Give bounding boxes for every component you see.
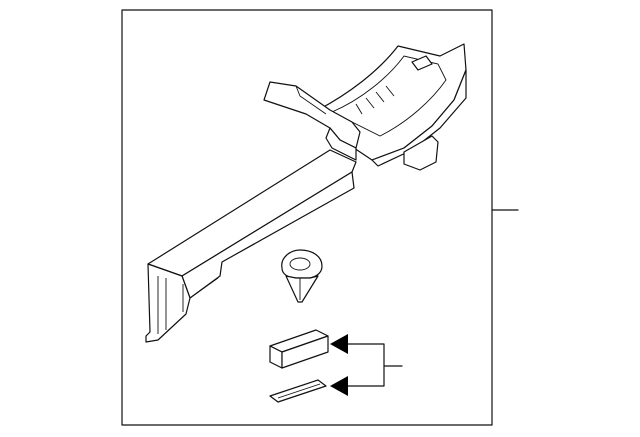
main-bracket-part xyxy=(145,43,467,343)
diagram-frame xyxy=(121,9,493,426)
push-clip-part xyxy=(281,249,323,303)
arrow-to-strip-icon xyxy=(330,376,348,396)
bracket-leader xyxy=(347,343,385,387)
callout-arrows xyxy=(330,334,403,396)
adhesive-strip-part xyxy=(269,379,327,403)
arrow-to-block-icon xyxy=(330,334,348,354)
foam-block-part xyxy=(269,329,329,369)
